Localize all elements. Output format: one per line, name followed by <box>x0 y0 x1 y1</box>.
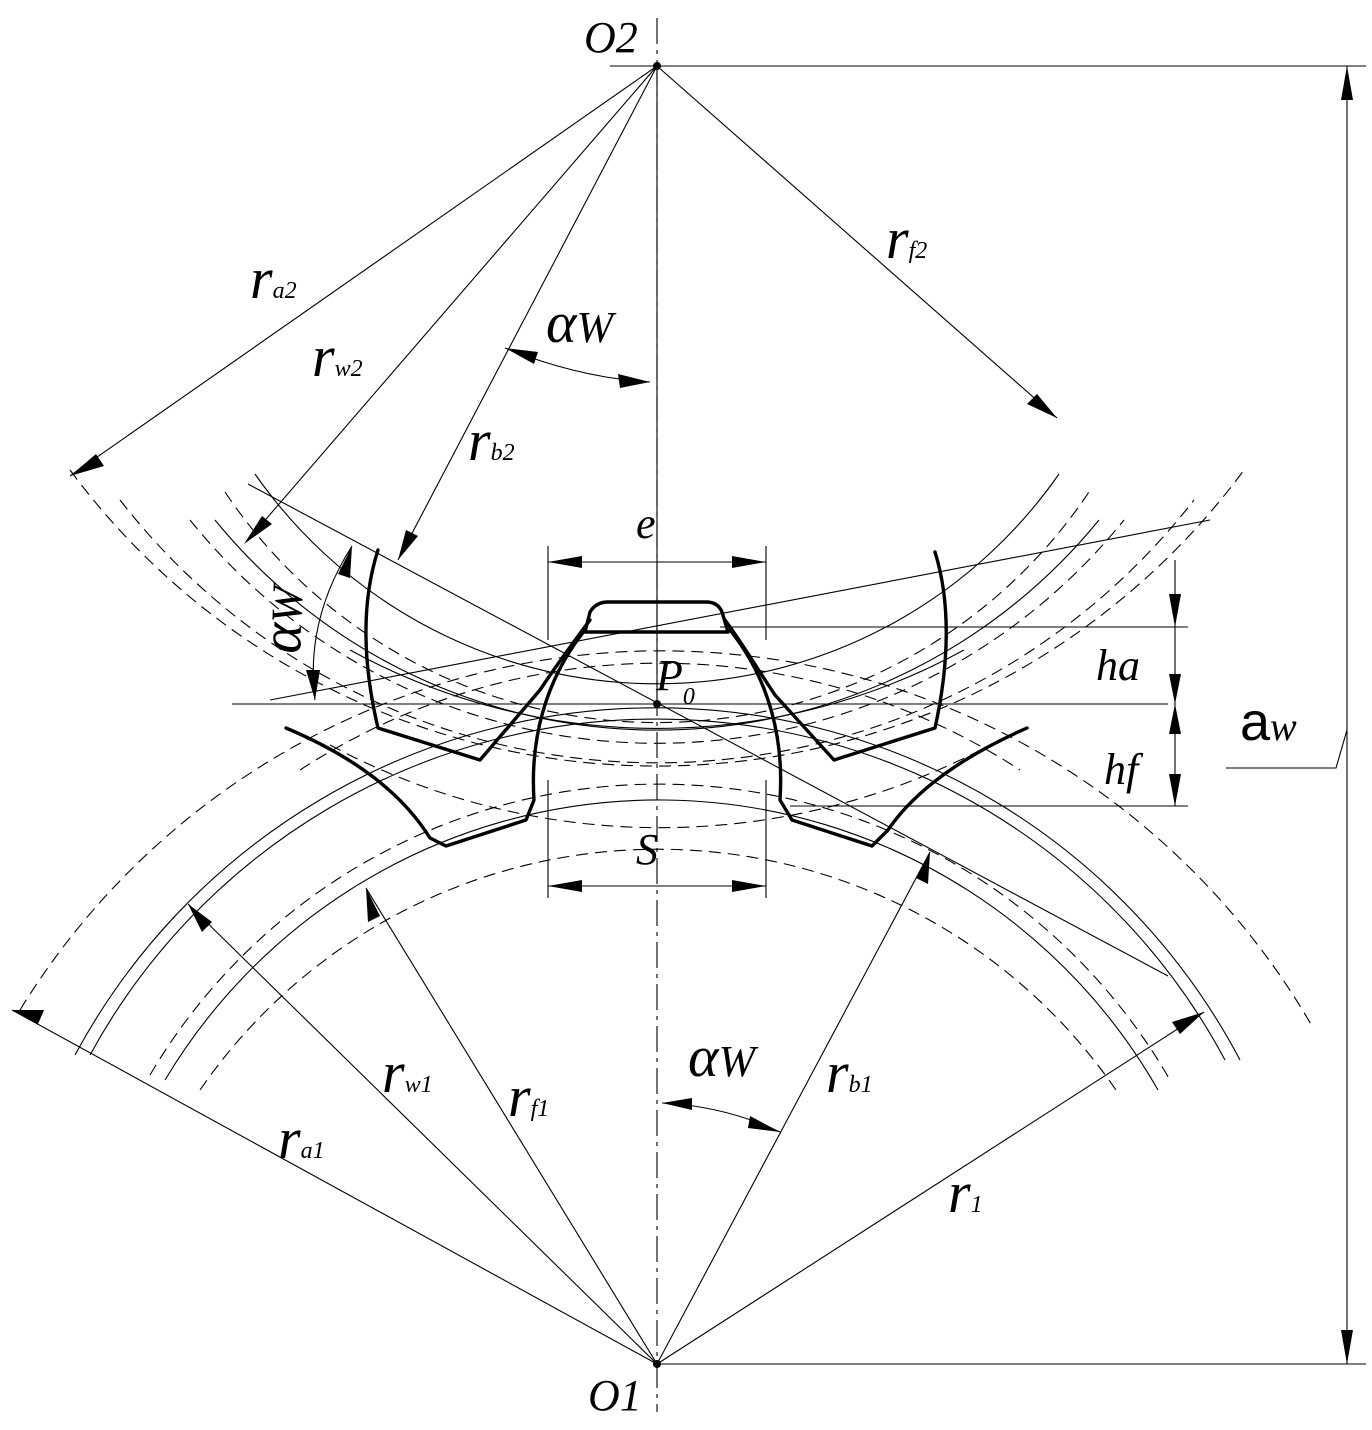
label-hf: hf <box>1104 745 1144 794</box>
lower-gear-circles <box>19 650 1313 1091</box>
upper-outer-circle <box>69 469 1245 767</box>
arrowheads <box>12 66 1353 1364</box>
lower-root-circle <box>164 799 1159 1091</box>
upper-operating-circle <box>189 519 1125 744</box>
o1-point <box>653 1360 661 1368</box>
label-rb1: rb1 <box>826 1040 873 1105</box>
o2-point <box>653 62 661 70</box>
label-rf2: rf2 <box>886 206 927 271</box>
ra2-line <box>69 65 658 477</box>
label-rw1: rw1 <box>382 1040 433 1105</box>
label-e: e <box>636 499 656 548</box>
lower-pitch-circle <box>89 718 1226 1061</box>
upper-tooth-right <box>723 550 948 762</box>
upper-pitch-through-p0 <box>349 649 965 729</box>
label-aw: aw <box>1240 692 1297 752</box>
upper-tooth-left <box>364 548 592 762</box>
upper-tooth-tip <box>583 600 730 634</box>
dashed-arc-mid <box>329 744 991 829</box>
label-rf1: rf1 <box>508 1064 549 1129</box>
r1-line <box>656 1011 1205 1365</box>
label-rb2: rb2 <box>468 408 515 473</box>
upper-addendum-circle <box>119 499 1195 764</box>
label-alpha-bottom: αW <box>688 1024 758 1089</box>
label-alpha-top: αW <box>546 290 616 355</box>
rb1-line <box>656 851 931 1365</box>
label-o2: O2 <box>584 13 638 62</box>
rf2-line <box>656 65 1058 419</box>
lower-dedendum-circle <box>199 848 1117 1091</box>
ra1-line <box>11 1009 658 1365</box>
label-p0: P0 <box>655 651 695 710</box>
label-r1: r1 <box>948 1160 983 1225</box>
label-alpha-left: αW <box>248 582 315 655</box>
line-of-action-2 <box>269 519 1211 701</box>
rf1-line <box>365 887 658 1365</box>
line-of-action-1 <box>247 483 1169 977</box>
label-ra1: ra1 <box>278 1106 325 1171</box>
label-ha: ha <box>1096 641 1140 690</box>
upper-base-circle <box>214 519 1100 731</box>
p0-point <box>653 700 661 708</box>
lower-tooth-left <box>284 628 587 848</box>
lower-pitch-through-p0 <box>299 662 1021 771</box>
label-rw2: rw2 <box>312 324 363 389</box>
lower-tooth-right <box>728 628 1029 848</box>
upper-pitch-circle <box>224 491 1090 724</box>
rw1-line <box>187 903 658 1365</box>
lower-operating-circle <box>74 707 1241 1061</box>
lower-base-circle <box>149 783 1171 1081</box>
rw2-line <box>247 65 658 541</box>
rb2-line <box>397 65 658 561</box>
aw-leader <box>1226 729 1348 769</box>
label-o1: O1 <box>588 1371 642 1420</box>
lower-gear-teeth <box>284 628 1029 848</box>
label-s: S <box>636 825 658 874</box>
label-ra2: ra2 <box>250 246 297 311</box>
